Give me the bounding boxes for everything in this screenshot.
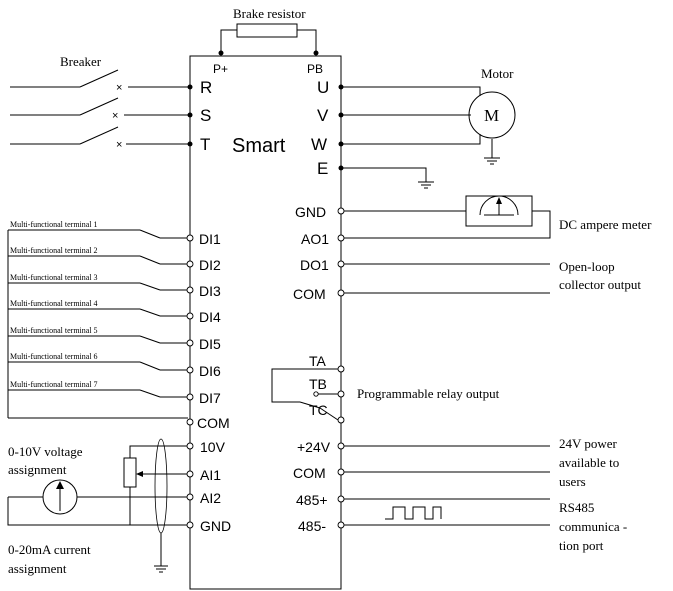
motor-letter: M [484,106,499,125]
terminal-w: W [311,135,327,154]
multi-terminal-3: Multi-functional terminal 3 [10,273,98,282]
right-wiring-a [337,207,551,297]
voltage-assignment-line1: 0-10V voltage [8,444,83,459]
terminal-10v: 10V [200,439,226,455]
terminal-di1: DI1 [199,231,221,247]
terminal-di4: DI4 [199,309,221,325]
rs485-line2: communica - [559,519,627,534]
p-plus-label: P+ [213,62,228,76]
power-line3: users [559,474,586,489]
multi-terminal-2: Multi-functional terminal 2 [10,246,98,255]
multi-terminal-5: Multi-functional terminal 5 [10,326,98,335]
inverter-box [189,55,342,590]
pb-label: PB [307,62,323,76]
svg-text:×: × [116,139,122,151]
breaker-switches: × × × [10,69,193,151]
terminal-v: V [317,106,329,125]
open-loop-line1: Open-loop [559,259,615,274]
terminal-gnd-right: GND [295,204,326,220]
terminal-di5: DI5 [199,336,221,352]
terminal-485-plus: 485+ [296,492,328,508]
analog-wiring [7,438,194,573]
relay-wiring [271,365,345,424]
terminal-di3: DI3 [199,283,221,299]
terminal-gnd-left: GND [200,518,231,534]
di-wiring [7,229,194,426]
voltage-assignment-line2: assignment [8,462,67,477]
multi-terminal-7: Multi-functional terminal 7 [10,380,98,389]
terminal-com-right-b: COM [293,465,326,481]
terminal-ta: TA [309,353,327,369]
power-line1: 24V power [559,436,618,451]
right-wiring-b [337,442,550,529]
terminal-ai1: AI1 [200,467,221,483]
terminal-ai2: AI2 [200,490,221,506]
terminal-r: R [200,78,212,97]
terminal-com-right-a: COM [293,286,326,302]
motor-symbol [468,91,516,139]
brake-resistor [218,23,319,56]
brake-resistor-label: Brake resistor [233,6,306,21]
terminal-t: T [200,135,210,154]
terminal-com-left: COM [197,415,230,431]
multi-terminal-6: Multi-functional terminal 6 [10,352,98,361]
terminal-tb: TB [309,376,327,392]
terminal-s: S [200,106,211,125]
open-loop-line2: collector output [559,277,641,292]
smart-label: Smart [232,135,286,157]
dc-meter-label: DC ampere meter [559,217,652,232]
motor-label: Motor [481,66,514,81]
multi-terminal-4: Multi-functional terminal 4 [10,299,98,308]
dc-meter-icon [465,195,533,227]
multi-terminal-1: Multi-functional terminal 1 [10,220,98,229]
terminal-di7: DI7 [199,390,221,406]
terminal-tc: TC [309,402,328,418]
motor-wiring [338,84,500,189]
current-assignment-line1: 0-20mA current [8,542,91,557]
rs485-line1: RS485 [559,500,594,515]
terminal-di2: DI2 [199,257,221,273]
terminal-do1: DO1 [300,257,329,273]
terminal-485-minus: 485- [298,518,326,534]
ammeter-icon [42,479,78,515]
breaker-label: Breaker [60,54,102,69]
svg-text:×: × [116,82,122,94]
terminal-ao1: AO1 [301,231,329,247]
svg-text:×: × [112,110,118,122]
rs485-line3: tion port [559,538,604,553]
relay-label: Programmable relay output [357,386,500,401]
terminal-24v: +24V [297,439,331,455]
power-line2: available to [559,455,619,470]
terminal-e: E [317,159,328,178]
current-assignment-line2: assignment [8,561,67,576]
terminal-u: U [317,78,329,97]
terminal-di6: DI6 [199,363,221,379]
